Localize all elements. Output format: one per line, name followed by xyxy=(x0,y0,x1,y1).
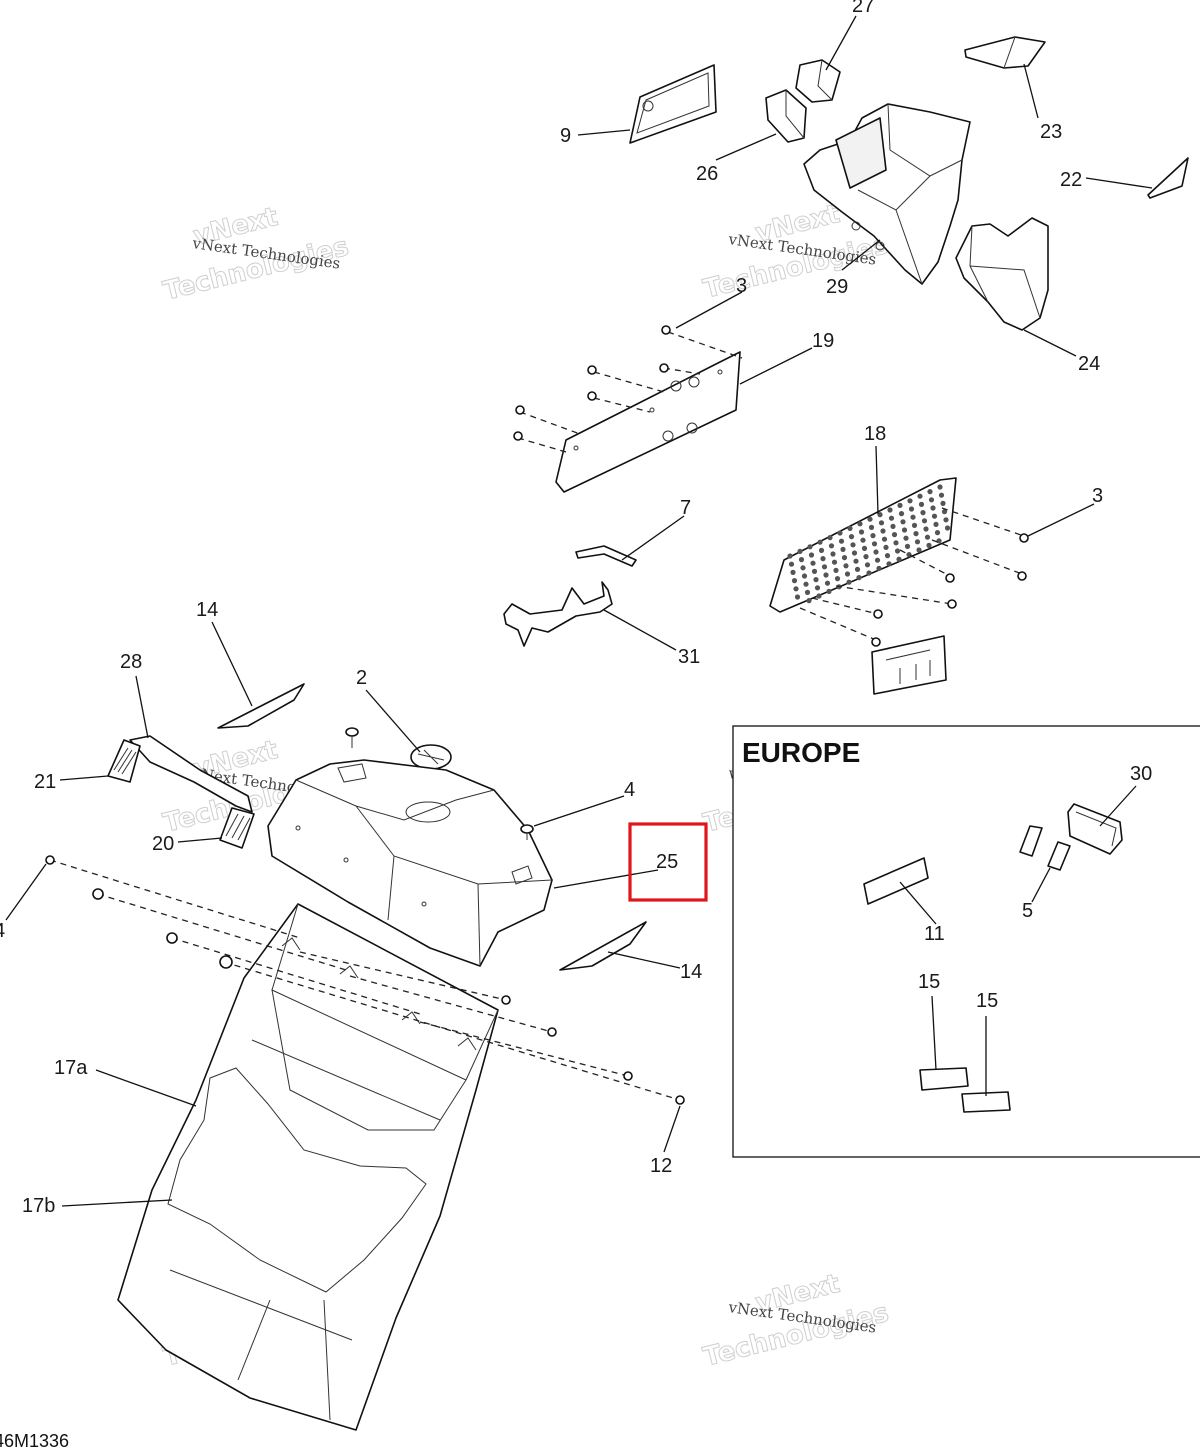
part-23-wedge xyxy=(964,36,1046,69)
callout-28: 28 xyxy=(120,651,142,673)
callout-11: 11 xyxy=(924,923,945,945)
europe-title: EUROPE xyxy=(742,737,860,768)
fasteners-lower xyxy=(45,855,685,1105)
part-27-block xyxy=(795,59,841,103)
callout-27: 27 xyxy=(852,0,874,17)
callout-25: 25 xyxy=(656,851,678,873)
part-4-clip-right xyxy=(520,824,534,840)
highlight-box-callout-25 xyxy=(628,822,708,902)
part-7-clip xyxy=(575,545,637,567)
callout-17b: 17b xyxy=(22,1195,55,1217)
europe-inset-box: EUROPE xyxy=(732,725,1200,1158)
fasteners-19 xyxy=(513,325,743,453)
part-22-decal xyxy=(1147,157,1189,199)
callout-3-right: 3 xyxy=(1092,485,1103,507)
part-31-bracket xyxy=(503,581,613,647)
callout-14-lower: 14 xyxy=(680,961,702,983)
callout-4-right: 4 xyxy=(624,779,635,801)
part-17-lower-panel xyxy=(117,903,499,1431)
part-2-cap xyxy=(410,744,452,770)
callout-26: 26 xyxy=(696,163,718,185)
callout-22: 22 xyxy=(1060,169,1082,191)
part-18-perforated-plate xyxy=(769,477,957,695)
callout-2: 2 xyxy=(356,667,367,689)
callout-30: 30 xyxy=(1130,763,1152,785)
callout-4-left: 4 xyxy=(0,920,5,942)
callout-24: 24 xyxy=(1078,353,1100,375)
callout-19: 19 xyxy=(812,330,834,352)
part-29-housing xyxy=(803,103,971,285)
part-9-label-plate xyxy=(629,64,717,144)
callout-labels: 27 23 9 26 22 29 24 3 19 18 3 7 31 14 28… xyxy=(0,0,1152,1217)
callout-12: 12 xyxy=(650,1155,672,1177)
callout-29: 29 xyxy=(826,276,848,298)
part-25-tank xyxy=(267,759,553,967)
fasteners-18 xyxy=(799,507,1029,647)
diagram-code: 46M1336 xyxy=(0,1431,69,1447)
callout-23: 23 xyxy=(1040,121,1062,143)
part-19-plate xyxy=(555,351,741,493)
callout-15-left: 15 xyxy=(918,971,940,993)
part-11-decal xyxy=(863,857,929,905)
callout-21: 21 xyxy=(34,771,56,793)
fastener-top-tank xyxy=(345,727,359,748)
part-20-decal xyxy=(219,807,255,849)
part-21-decal xyxy=(107,739,141,783)
watermark-1: vNext Technologies vNext Technologies xyxy=(160,201,352,307)
callout-9: 9 xyxy=(560,125,571,147)
callout-31: 31 xyxy=(678,646,700,668)
leader-lines xyxy=(5,15,1153,1207)
callout-5: 5 xyxy=(1022,900,1033,922)
part-14-lower-panel xyxy=(559,921,647,971)
watermark-6: vNext Technologies vNext Technologies xyxy=(700,1268,892,1373)
part-14-upper-panel xyxy=(217,683,305,729)
part-28-strip xyxy=(129,735,253,813)
callout-17a: 17a xyxy=(54,1057,88,1079)
callout-15-right: 15 xyxy=(976,990,998,1012)
callout-18: 18 xyxy=(864,423,886,445)
part-5-clips xyxy=(1019,825,1071,871)
part-15-pads xyxy=(919,1067,1011,1113)
part-24-cover xyxy=(955,217,1049,331)
callout-7: 7 xyxy=(680,497,691,519)
callout-14-upper: 14 xyxy=(196,599,218,621)
callout-20: 20 xyxy=(152,833,174,855)
callout-3-top: 3 xyxy=(736,275,747,297)
part-26-block xyxy=(765,89,807,143)
part-30-bracket xyxy=(1067,803,1123,855)
